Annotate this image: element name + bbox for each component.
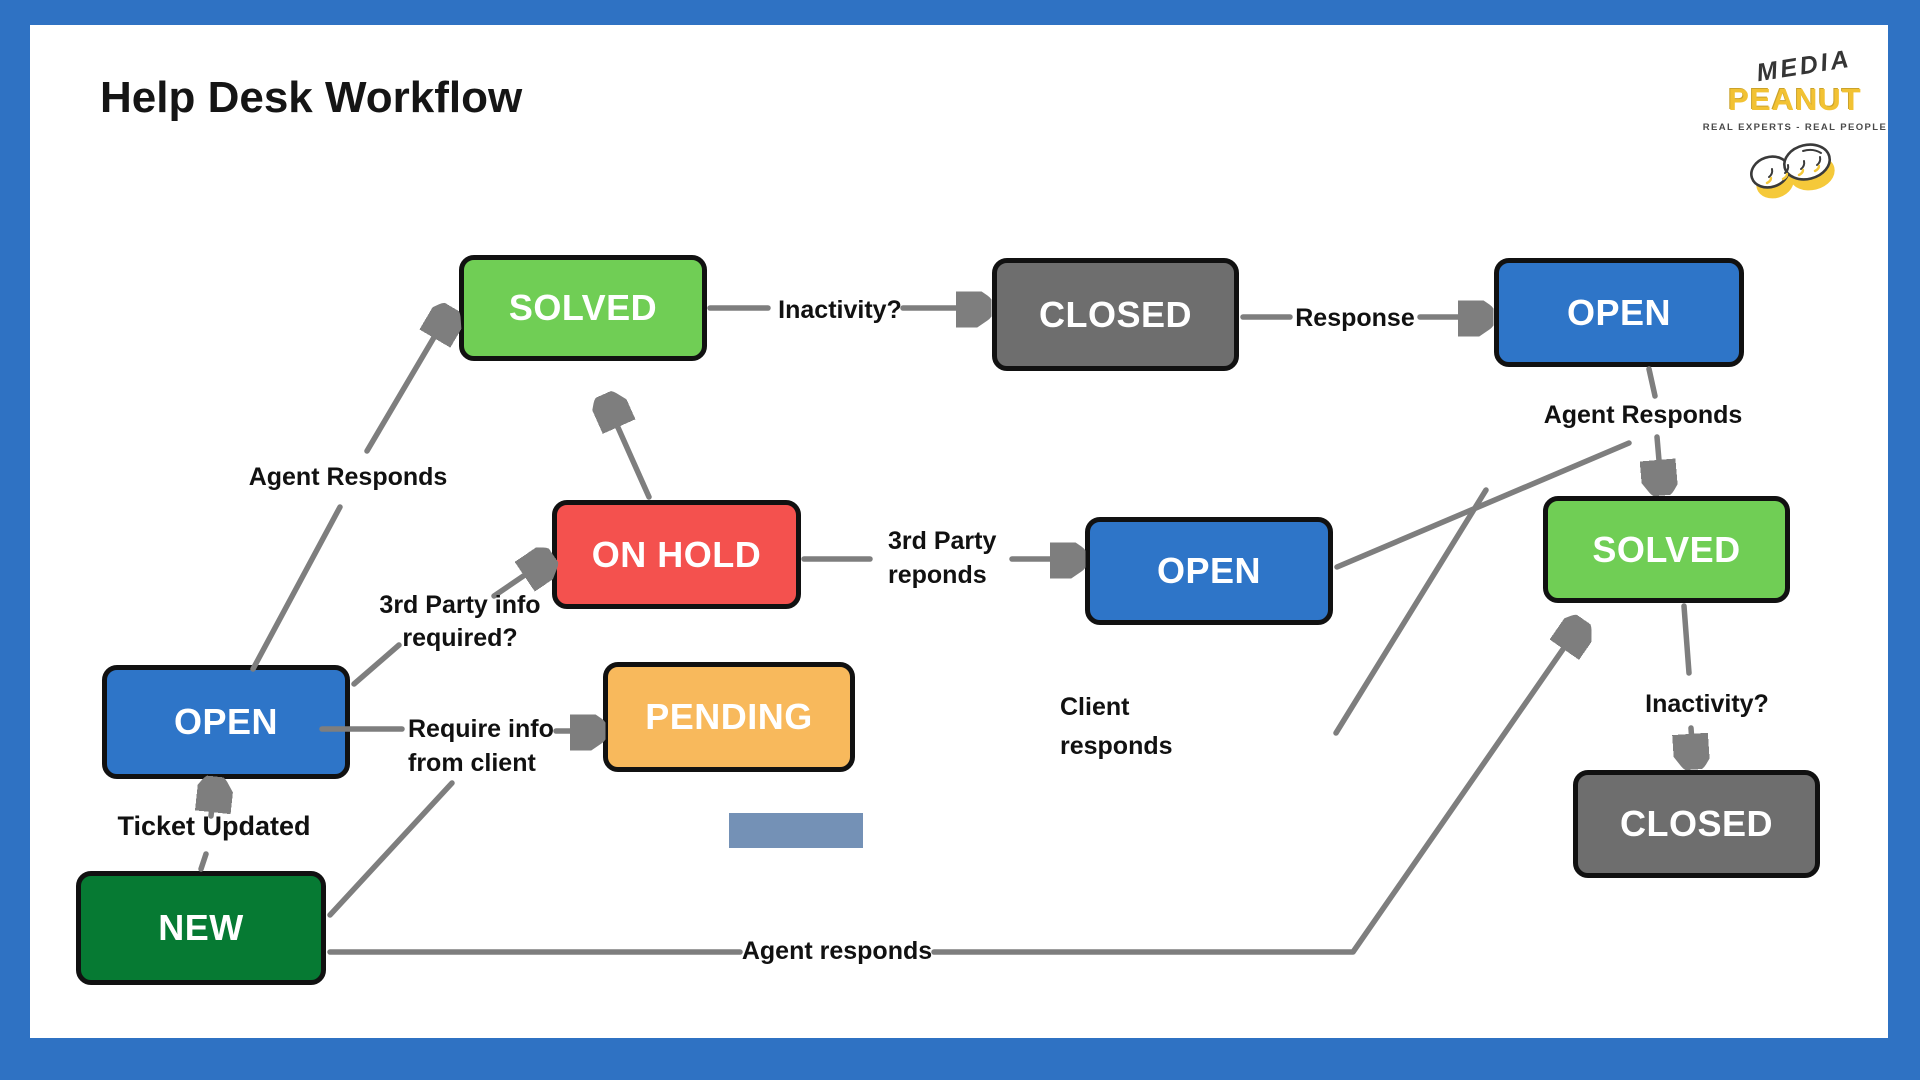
peanut-icon bbox=[1750, 143, 1835, 199]
edge-label-response: Response bbox=[1295, 304, 1415, 332]
edge-label-client-responds-line1: Client bbox=[1060, 693, 1130, 721]
edge-label-closedright bbox=[1691, 725, 1693, 758]
edge-label-onhold bbox=[491, 562, 544, 599]
edge-label-agent-responds-bottom: Agent responds bbox=[741, 937, 933, 965]
node-on-hold: ON HOLD bbox=[552, 500, 801, 609]
edge-new-stub-ticket bbox=[198, 851, 209, 872]
edge-pending-junction bbox=[1333, 487, 1489, 736]
node-closed-right: CLOSED bbox=[1573, 770, 1820, 878]
node-pending: PENDING bbox=[603, 662, 855, 772]
edge-label-inactivity-right: Inactivity? bbox=[1645, 690, 1769, 718]
logo-tagline-text: REAL EXPERTS - REAL PEOPLE bbox=[1702, 122, 1888, 133]
edge-label-third-party-info: 3rd Party info required? bbox=[360, 589, 560, 655]
edge-bottom-solvedright bbox=[931, 629, 1577, 955]
edge-label-agent-responds-left: Agent Responds bbox=[248, 463, 448, 491]
node-open-top-right: OPEN bbox=[1494, 258, 1744, 367]
mediapeanut-logo: MEDIA PEANUT REAL EXPERTS - REAL PEOPLE bbox=[1695, 45, 1895, 201]
edge-label-client-responds-line2: responds bbox=[1060, 732, 1173, 760]
page-title: Help Desk Workflow bbox=[100, 73, 523, 122]
edge-label-require-info-line2: from client bbox=[408, 749, 536, 777]
node-closed-top: CLOSED bbox=[992, 258, 1239, 371]
edge-opentopright-stub bbox=[1646, 366, 1658, 399]
edge-openleft-label-agent bbox=[250, 504, 343, 672]
edge-solvedright-stub bbox=[1681, 603, 1692, 676]
edge-label-third-party-info-line2: required? bbox=[402, 624, 518, 652]
edge-onhold-solvedtop bbox=[608, 405, 652, 500]
edge-new-pending-diagonal bbox=[327, 780, 455, 918]
edge-label-ticket-updated: Ticket Updated bbox=[117, 811, 311, 841]
edge-label-client-responds: Client responds bbox=[1060, 688, 1173, 766]
edge-label-agent-responds-right: Agent Responds bbox=[1543, 401, 1743, 429]
logo-peanut-text: PEANUT bbox=[1728, 82, 1862, 117]
edge-label-third-party-info-line1: 3rd Party info bbox=[379, 591, 541, 619]
edge-openmiddle-junction bbox=[1334, 440, 1632, 570]
node-new: NEW bbox=[76, 871, 326, 985]
node-open-middle: OPEN bbox=[1085, 517, 1333, 625]
edge-label-require-info-line1: Require info bbox=[408, 715, 554, 743]
edge-label-inactivity-top: Inactivity? bbox=[778, 296, 902, 324]
edge-label-openleft-ticket bbox=[211, 788, 214, 819]
edge-label-third-party-reponds-line1: 3rd Party bbox=[888, 527, 997, 555]
edge-label-require-info: Require info from client bbox=[408, 712, 554, 780]
accent-rectangle bbox=[729, 813, 863, 848]
edge-label-third-party-reponds: 3rd Party reponds bbox=[888, 524, 996, 592]
edge-label-solvedtop-agent bbox=[364, 317, 446, 454]
edge-label-third-party-reponds-line2: reponds bbox=[888, 561, 987, 589]
edge-openleft-stub-3rdparty bbox=[351, 642, 402, 687]
node-solved-right: SOLVED bbox=[1543, 496, 1790, 603]
edge-label-solvedright bbox=[1657, 434, 1661, 484]
